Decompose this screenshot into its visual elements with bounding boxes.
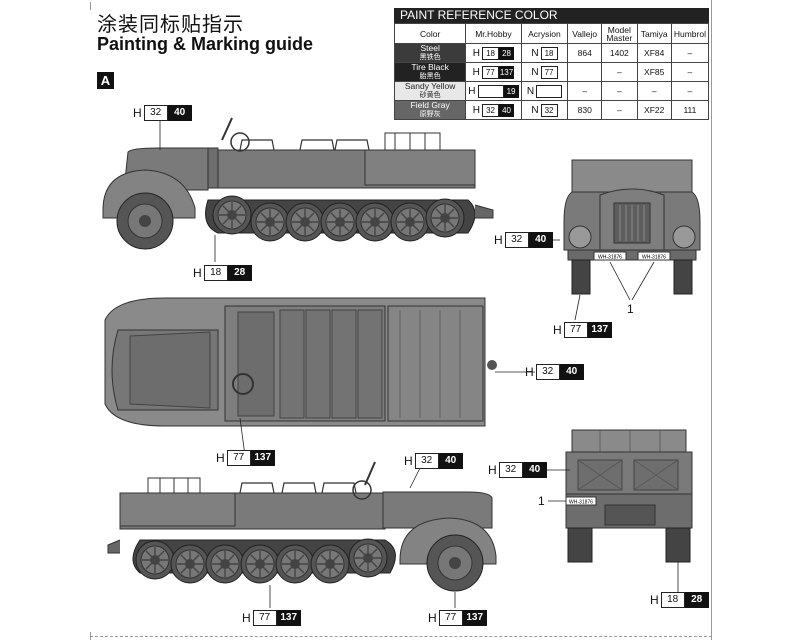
table-header-row: Color Mr.Hobby Acrysion Vallejo Model Ma…	[393, 23, 710, 44]
table-cell: 864	[567, 43, 603, 63]
table-cell: XF22	[636, 100, 672, 120]
frame-line	[711, 0, 712, 640]
front-plate-right: WH-31876	[642, 255, 666, 261]
decal-number: 1	[627, 302, 634, 316]
table-cell: 830	[567, 100, 603, 120]
table-cell: 111	[670, 100, 710, 120]
column-header: Tamiya	[636, 23, 672, 44]
leader-lines	[159, 120, 679, 608]
frame-line	[90, 636, 712, 638]
side-view-right	[107, 461, 497, 592]
front-plate-left: WH-31876	[598, 255, 622, 261]
top-view	[104, 297, 497, 427]
table-cell: –	[601, 100, 638, 120]
decal-number: 1	[538, 494, 545, 508]
frame-line	[90, 2, 91, 10]
table-cell: –	[567, 81, 603, 101]
table-cell: –	[670, 81, 710, 101]
column-header: Vallejo	[567, 23, 603, 44]
paint-table-title: PAINT REFERENCE COLOR	[394, 8, 709, 23]
page-title-cn: 涂装同标贴指示	[97, 14, 244, 36]
section-badge: A	[97, 72, 114, 89]
front-view: WH-31876 WH-31876	[563, 159, 701, 301]
side-view-left	[102, 117, 494, 250]
rear-view: WH-31876	[548, 429, 693, 563]
paint-reference-table: PAINT REFERENCE COLOR Color Mr.Hobby Acr…	[393, 8, 710, 120]
page-title: Painting & Marking guide	[97, 34, 314, 54]
rear-plate: WH-31876	[569, 500, 593, 506]
table-cell: –	[636, 81, 672, 101]
